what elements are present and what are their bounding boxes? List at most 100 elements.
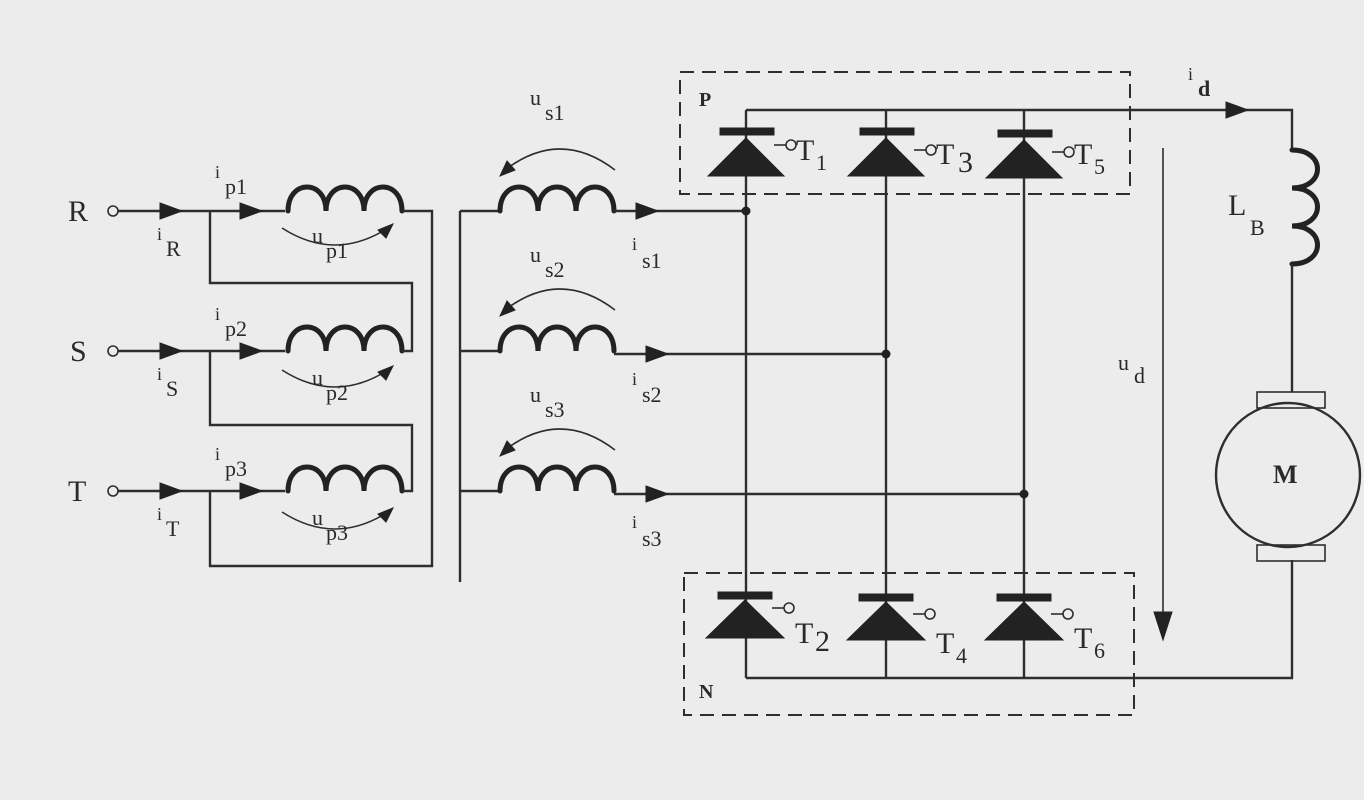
bus-P (746, 108, 1294, 150)
arrow-ip2 (239, 342, 264, 360)
label-T4-sub: 4 (956, 643, 967, 668)
thyristor-T6 (983, 593, 1074, 641)
terminal-R (107, 205, 119, 217)
label-ip2-sub: p2 (225, 316, 247, 341)
label-T6-sub: 6 (1094, 638, 1105, 663)
primary-coil-3 (285, 464, 405, 494)
up1-arrow (281, 227, 389, 246)
arrow-ip3 (239, 482, 264, 500)
label-id-sub: d (1198, 76, 1210, 101)
delta-link-2 (208, 211, 414, 353)
arrow-is3 (645, 485, 670, 503)
arrow-is2 (645, 345, 670, 363)
label-us1-u: u (530, 85, 541, 110)
label-ip3-sub: p3 (225, 456, 247, 481)
arrow-is1 (635, 202, 660, 220)
label-S: S (70, 335, 87, 368)
label-iS-i: i (157, 364, 162, 384)
thyristor-T2 (704, 591, 795, 639)
label-ip2-i: i (215, 304, 220, 324)
delta-link-3 (208, 351, 414, 493)
label-us2-u: u (530, 242, 541, 267)
label-T2-sub: 2 (815, 625, 830, 658)
us2-arrow (504, 288, 616, 311)
label-up1-u: u (312, 223, 323, 248)
label-up1-sub: p1 (326, 238, 348, 263)
up3-arrow (281, 511, 389, 530)
label-T: T (68, 475, 86, 508)
label-is1-sub: s1 (642, 248, 662, 273)
arrow-iT (159, 482, 184, 500)
label-is3-sub: s3 (642, 526, 662, 551)
label-T3: T (936, 138, 954, 171)
arrow-id (1225, 101, 1250, 119)
primary-coil-1 (285, 184, 405, 214)
label-LB-sub: B (1250, 215, 1265, 240)
label-us1-sub: s1 (545, 100, 565, 125)
arrow-iR (159, 202, 184, 220)
label-T3-sub: 3 (958, 146, 973, 179)
label-us3-u: u (530, 382, 541, 407)
label-T5-sub: 5 (1094, 154, 1105, 179)
inductor-LB (1289, 147, 1320, 267)
arrow-ip1 (239, 202, 264, 220)
label-us3-sub: s3 (545, 397, 565, 422)
thyristor-T1 (706, 127, 797, 177)
ud-arrow-head (1153, 611, 1173, 642)
thyristor-T5 (984, 129, 1075, 179)
label-T1: T (796, 134, 814, 167)
label-up3-sub: p3 (326, 520, 348, 545)
us3-arrow (504, 428, 616, 451)
us1-arrow (504, 148, 616, 171)
label-T1-sub: 1 (816, 150, 827, 175)
label-is3-i: i (632, 512, 637, 532)
label-is2-i: i (632, 369, 637, 389)
junction-1 (741, 206, 751, 216)
label-N: N (699, 681, 714, 703)
thyristor-T4 (845, 593, 936, 641)
group-N-box (683, 572, 1135, 716)
label-up2-sub: p2 (326, 380, 348, 405)
terminal-S (107, 345, 119, 357)
label-is2-sub: s2 (642, 382, 662, 407)
label-iT-sub: T (166, 516, 180, 541)
terminal-T (107, 485, 119, 497)
junction-2 (881, 349, 891, 359)
label-iR-i: i (157, 224, 162, 244)
label-is1-i: i (632, 234, 637, 254)
label-ud-u: u (1118, 350, 1129, 375)
label-iS-sub: S (166, 376, 178, 401)
up2-arrow (281, 369, 389, 388)
label-up3-u: u (312, 505, 323, 530)
delta-link-1 (208, 209, 434, 568)
label-up2-u: u (312, 365, 323, 390)
label-P: P (699, 89, 711, 111)
label-ip1-sub: p1 (225, 174, 247, 199)
label-T6: T (1074, 622, 1092, 655)
secondary-coil-2 (497, 324, 617, 354)
label-id-i: i (1188, 64, 1193, 84)
label-T5: T (1074, 138, 1092, 171)
thyristor-T3 (846, 127, 937, 177)
junction-3 (1019, 489, 1029, 499)
label-ud-sub: d (1134, 363, 1145, 388)
label-R: R (68, 195, 88, 228)
label-ip3-i: i (215, 444, 220, 464)
primary-coil-2 (285, 324, 405, 354)
secondary-coil-3 (497, 464, 617, 494)
label-us2-sub: s2 (545, 257, 565, 282)
label-T4: T (936, 627, 954, 660)
label-LB: L (1228, 189, 1246, 222)
arrow-iS (159, 342, 184, 360)
motor (1214, 391, 1362, 562)
label-iT-i: i (157, 504, 162, 524)
group-P-box (679, 71, 1131, 195)
secondary-coil-1 (497, 184, 617, 214)
label-M: M (1273, 460, 1298, 489)
label-iR-sub: R (166, 236, 181, 261)
bus-N (746, 560, 1294, 680)
label-ip1-i: i (215, 162, 220, 182)
label-T2: T (795, 617, 813, 650)
